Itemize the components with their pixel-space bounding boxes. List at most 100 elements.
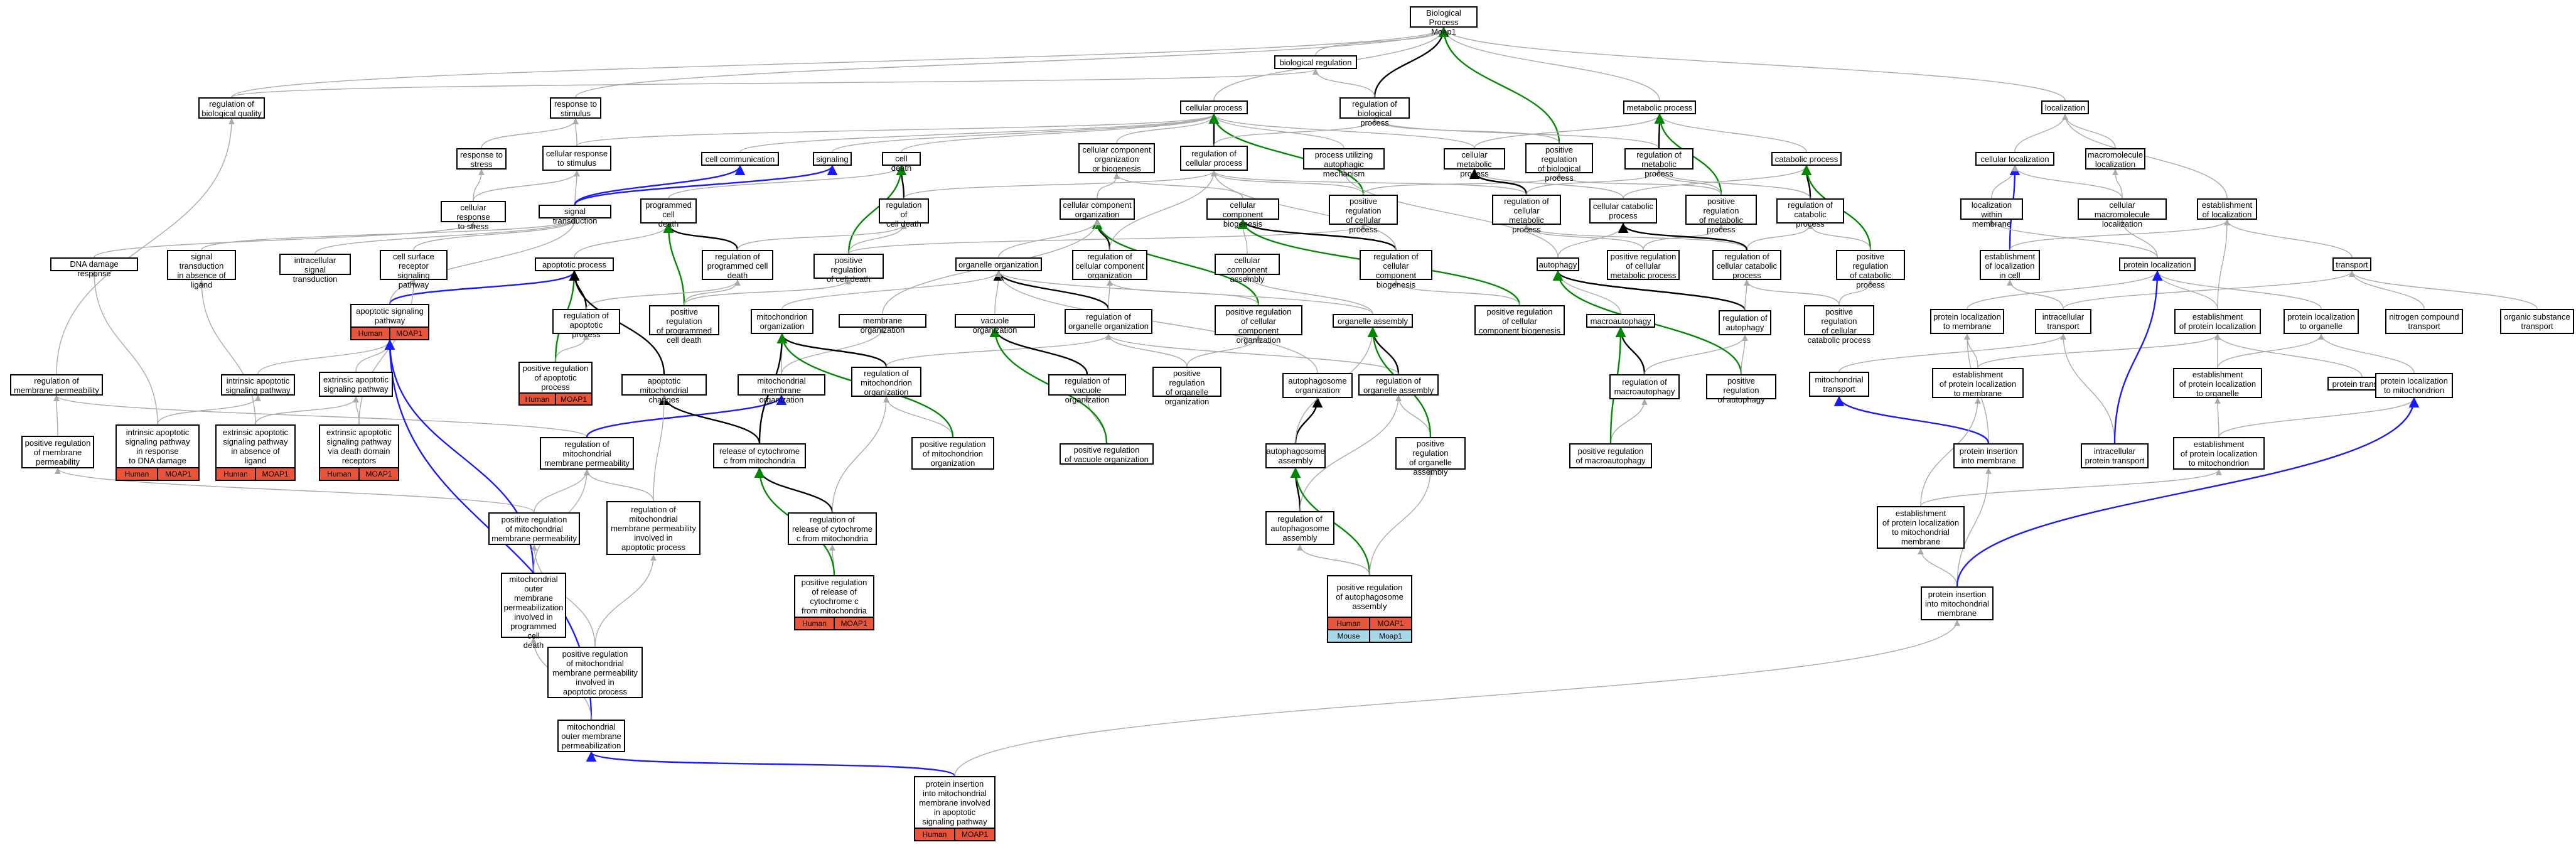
go-term-node[interactable]: organelle organization [955,257,1042,271]
go-term-node[interactable]: protein insertion into membrane [1953,443,2024,468]
go-term-node[interactable]: signal transduction [539,205,611,225]
go-term-node[interactable]: positive regulation of mitochondrion org… [911,437,994,470]
go-term-node[interactable]: cellular component biogenesis [1206,198,1279,229]
go-term-node[interactable]: establishment of localization [2197,198,2257,220]
go-term-node[interactable]: regulation of cellular process [1180,146,1248,171]
go-term-node[interactable]: mitochondrial outer membrane permeabiliz… [557,720,625,752]
go-term-node[interactable]: cell death [882,152,921,173]
go-term-node[interactable]: positive regulation of cellular cataboli… [1804,305,1874,345]
go-term-node[interactable]: mitochondrial outer membrane permeabiliz… [501,573,566,650]
go-term-node[interactable]: cell communication [701,152,779,166]
go-term-node[interactable]: establishment of protein localization to… [2173,368,2262,398]
go-term-node[interactable]: extrinsic apoptotic signaling pathway [319,372,393,397]
go-term-node[interactable]: intrinsic apoptotic signaling pathway [221,374,295,396]
go-term-node[interactable]: cell surface receptor signaling pathway [380,250,448,289]
go-term-node[interactable]: protein localization to organelle [2284,309,2359,334]
go-term-node[interactable]: positive regulation of membrane permeabi… [21,436,94,468]
go-term-node[interactable]: organelle assembly [1333,314,1413,328]
go-term-node[interactable]: protein localization to membrane [1930,309,2004,334]
go-term-node[interactable]: protein insertion into mitochondrial mem… [1921,586,1994,620]
go-term-node[interactable]: establishment of protein localization to… [2173,437,2265,470]
go-term-node[interactable]: regulation of biological process [1339,97,1410,127]
go-term-node[interactable]: regulation of macroautophagy [1609,374,1680,399]
go-term-node[interactable]: regulation of biological quality [198,97,265,119]
go-term-node[interactable]: regulation of mitochondrion organization [851,367,921,397]
go-term-node[interactable]: protein insertion into mitochondrial mem… [914,776,996,841]
go-term-node[interactable]: cellular component assembly [1215,254,1280,284]
go-term-node[interactable]: mitochondrion organization [751,309,813,334]
go-term-node[interactable]: positive regulation of cellular metaboli… [1607,250,1680,280]
go-term-node[interactable]: positive regulation of cellular componen… [1215,305,1302,345]
go-term-node[interactable]: response to stress [456,148,507,170]
go-term-node[interactable]: regulation of mitochondrial membrane per… [540,437,634,470]
go-term-node[interactable]: positive regulation of vacuole organizat… [1060,443,1154,465]
go-term-node[interactable]: cellular catabolic process [1589,198,1657,224]
go-term-node[interactable]: biological regulation [1274,55,1357,69]
go-term-node[interactable]: positive regulation of macroautophagy [1569,443,1652,468]
go-term-node[interactable]: regulation of membrane permeability [10,374,103,396]
go-term-node[interactable]: regulation of cellular component biogene… [1360,250,1432,289]
go-term-node[interactable]: intracellular transport [2035,309,2091,334]
go-term-node[interactable]: apoptotic process [535,257,614,271]
go-term-node[interactable]: regulation of organelle assembly [1358,374,1439,396]
go-term-node[interactable]: cellular macromolecule localization [2078,198,2167,229]
go-term-node[interactable]: mitochondrial transport [1809,372,1869,397]
go-term-node[interactable]: extrinsic apoptotic signaling pathway vi… [319,424,399,481]
go-term-node[interactable]: intrinsic apoptotic signaling pathway in… [115,424,200,481]
go-term-node[interactable]: regulation of release of cytochrome c fr… [788,512,877,545]
go-term-node[interactable]: localization [2041,100,2089,114]
go-term-node[interactable]: macroautophagy [1586,314,1655,328]
go-term-node[interactable]: catabolic process [1771,152,1842,166]
go-term-node[interactable]: protein localization [2119,257,2196,271]
go-term-node[interactable]: regulation of vacuole organization [1048,374,1126,404]
go-term-node[interactable]: regulation of autophagosome assembly [1265,511,1334,545]
go-term-node[interactable]: positive regulation of apoptotic process… [518,362,593,406]
go-term-node[interactable]: cellular process [1180,100,1248,114]
go-term-node[interactable]: protein localization to mitochondrion [2375,373,2453,398]
go-term-node[interactable]: establishment of protein localization to… [1877,506,1965,549]
go-term-node[interactable]: DNA damage response [50,257,138,278]
go-term-node[interactable]: positive regulation of catabolic process [1836,250,1905,289]
go-term-node[interactable]: cellular component organization or bioge… [1078,143,1155,173]
go-term-node[interactable]: cellular response to stress [441,201,506,231]
go-term-node[interactable]: establishment of localization in cell [1980,250,2040,280]
go-term-node[interactable]: positive regulation of biological proces… [1525,143,1593,183]
go-term-node[interactable]: positive regulation of organelle assembl… [1395,437,1466,477]
go-term-node[interactable]: cellular localization [1975,152,2054,166]
go-term-node[interactable]: positive regulation of release of cytoch… [794,575,874,630]
go-term-node[interactable]: regulation of cellular catabolic process [1712,250,1781,280]
go-term-node[interactable]: autophagy [1537,257,1579,271]
go-term-node[interactable]: response to stimulus [550,97,601,119]
go-term-node[interactable]: process utilizing autophagic mechanism [1303,148,1385,178]
go-term-node[interactable]: extrinsic apoptotic signaling pathway in… [215,424,296,481]
go-term-node[interactable]: apoptotic mitochondrial changes [621,374,707,404]
go-term-node[interactable]: regulation of programmed cell death [702,250,773,280]
go-term-node[interactable]: positive regulation of autophagosome ass… [1327,575,1412,643]
go-term-node[interactable]: vacuole organization [955,314,1035,335]
go-term-node[interactable]: positive regulation of cellular process [1329,195,1398,234]
go-term-node[interactable]: regulation of cellular component organiz… [1072,250,1147,280]
go-term-node[interactable]: positive regulation of organelle organiz… [1152,367,1221,406]
go-term-node[interactable]: positive regulation of mitochondrial mem… [488,512,580,545]
go-term-node[interactable]: signaling [813,152,852,166]
go-term-node[interactable]: regulation of catabolic process [1776,198,1844,229]
go-term-node[interactable]: establishment of protein localization [2174,309,2261,334]
go-term-node[interactable]: macromolecule localization [2085,148,2145,170]
go-term-node[interactable]: signal transduction in absence of ligand [167,250,236,289]
go-term-node[interactable]: organic substance transport [2500,309,2574,334]
go-term-node[interactable]: regulation of cell death [879,198,929,229]
go-term-node[interactable]: autophagosome assembly [1265,443,1326,468]
go-term-node[interactable]: programmed cell death [640,198,697,229]
go-term-node[interactable]: nitrogen compound transport [2385,309,2463,334]
go-term-node[interactable]: regulation of organelle organization [1065,309,1152,334]
go-term-node[interactable]: release of cytochrome c from mitochondri… [713,443,806,468]
go-term-node[interactable]: Biological Process Moap1 [1410,6,1478,36]
go-term-node[interactable]: metabolic process [1623,100,1696,114]
go-term-node[interactable]: intracellular signal transduction [279,254,351,284]
go-term-node[interactable]: cellular component organization [1060,198,1135,220]
go-term-node[interactable]: positive regulation of metabolic process [1685,195,1757,234]
go-term-node[interactable]: regulation of autophagy [1719,310,1771,335]
go-term-node[interactable]: positive regulation of programmed cell d… [649,305,719,345]
go-term-node[interactable]: mitochondrial membrane organization [738,374,825,404]
